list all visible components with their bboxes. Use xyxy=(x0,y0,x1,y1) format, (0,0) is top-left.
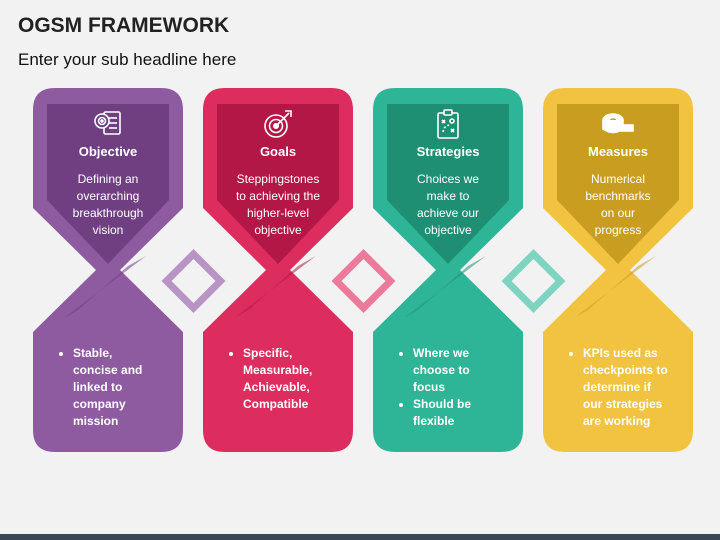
strategies-bullet-item: Where we choose to focus xyxy=(413,345,529,396)
objective-bullet-line: concise and xyxy=(73,363,143,377)
objective-header-panel xyxy=(47,104,169,264)
goals-bullet-item: Specific, Measurable, Achievable, Compatibl… xyxy=(243,345,359,413)
measures-bullet-line: our strategies xyxy=(583,397,663,411)
connector-diamond-3 xyxy=(501,249,566,313)
objective-fold-accent xyxy=(64,256,146,318)
objective-bullet-line: company xyxy=(73,397,126,411)
goals-description-line: Steppingstones xyxy=(236,172,320,186)
strategies-bullet-line: flexible xyxy=(413,414,455,428)
goals-description-line: objective xyxy=(254,223,302,237)
goals-bullet-line: Specific, xyxy=(243,346,293,360)
objective-description-line: vision xyxy=(92,223,124,237)
measures-bullet-list: KPIs used as checkpoints to determine if ou… xyxy=(569,345,699,430)
goals-description: Steppingstones to achieving the higher-lev… xyxy=(203,171,353,239)
goals-bullet-list: Specific, Measurable, Achievable, Compatibl… xyxy=(229,345,359,413)
goals-bullet-line: Achievable, xyxy=(243,380,310,394)
strategies-bullet-line: focus xyxy=(413,380,446,394)
objective-bullet-line: Stable, xyxy=(73,346,113,360)
objective-bullet-list: Stable, concise and linked to company missio… xyxy=(59,345,189,430)
strategies-title: Strategies xyxy=(416,144,480,159)
target-board-icon xyxy=(94,111,121,135)
objective-description-line: breakthrough xyxy=(72,206,144,220)
strategy-clipboard-icon xyxy=(437,109,459,139)
measures-bullet-line: are working xyxy=(583,414,651,428)
strategies-description: Choices we make to achieve our objective xyxy=(373,171,523,239)
goals-header-panel xyxy=(217,104,339,264)
goals-bullet-line: Measurable, xyxy=(243,363,313,377)
strategies-description-line: make to xyxy=(426,189,470,203)
objective-bottom-card xyxy=(33,270,183,452)
measures-fold-accent xyxy=(574,256,656,318)
objective-title: Objective xyxy=(78,144,138,159)
goals-bottom-card xyxy=(203,270,353,452)
objective-description-line: Defining an xyxy=(77,172,139,186)
strategies-header-panel xyxy=(387,104,509,264)
measures-bullet-line: determine if xyxy=(583,380,652,394)
strategies-fold-accent xyxy=(404,256,486,318)
measures-bottom-card xyxy=(543,270,693,452)
objective-bullet-line: linked to xyxy=(73,380,123,394)
page-title: OGSM FRAMEWORK xyxy=(18,14,230,37)
strategies-description-line: achieve our xyxy=(416,206,480,220)
goals-title: Goals xyxy=(259,144,297,159)
goals-bullet-line: Compatible xyxy=(243,397,309,411)
bullseye-arrow-icon xyxy=(264,110,292,138)
measures-description-line: on our xyxy=(600,206,636,220)
strategies-description-line: objective xyxy=(424,223,472,237)
measures-description-line: Numerical xyxy=(590,172,645,186)
strategies-description-line: Choices we xyxy=(416,172,480,186)
strategies-bullet-line: Should be xyxy=(413,397,471,411)
objective-description: Defining an overarching breakthrough vision xyxy=(33,171,183,239)
measures-description: Numerical benchmarks on our progress xyxy=(543,171,693,239)
connector-diamond-1 xyxy=(161,249,226,313)
measures-header-panel xyxy=(557,104,679,264)
measures-description-line: benchmarks xyxy=(585,189,651,203)
objective-bullet-line: mission xyxy=(73,414,119,428)
measures-bullet-item: KPIs used as checkpoints to determine if ou… xyxy=(583,345,699,430)
goals-description-line: higher-level xyxy=(246,206,310,220)
strategies-bullet-list: Where we choose to focusShould be flexible xyxy=(399,345,529,430)
page-subtitle: Enter your sub headline here xyxy=(18,50,237,69)
measures-bullet-line: checkpoints to xyxy=(583,363,668,377)
strategies-bullet-item: Should be flexible xyxy=(413,396,529,430)
footer-bar xyxy=(0,534,720,540)
strategies-bottom-card xyxy=(373,270,523,452)
strategies-bullet-line: choose to xyxy=(413,363,470,377)
connector-diamond-2 xyxy=(331,249,396,313)
measures-title: Measures xyxy=(588,144,648,159)
objective-description-line: overarching xyxy=(76,189,140,203)
measures-bullet-line: KPIs used as xyxy=(583,346,658,360)
goals-fold-accent xyxy=(234,256,316,318)
measuring-tape-icon xyxy=(602,113,634,134)
measures-description-line: progress xyxy=(594,223,642,237)
goals-description-line: to achieving the xyxy=(235,189,321,203)
strategies-bullet-line: Where we xyxy=(413,346,470,360)
objective-bullet-item: Stable, concise and linked to company missio… xyxy=(73,345,189,430)
